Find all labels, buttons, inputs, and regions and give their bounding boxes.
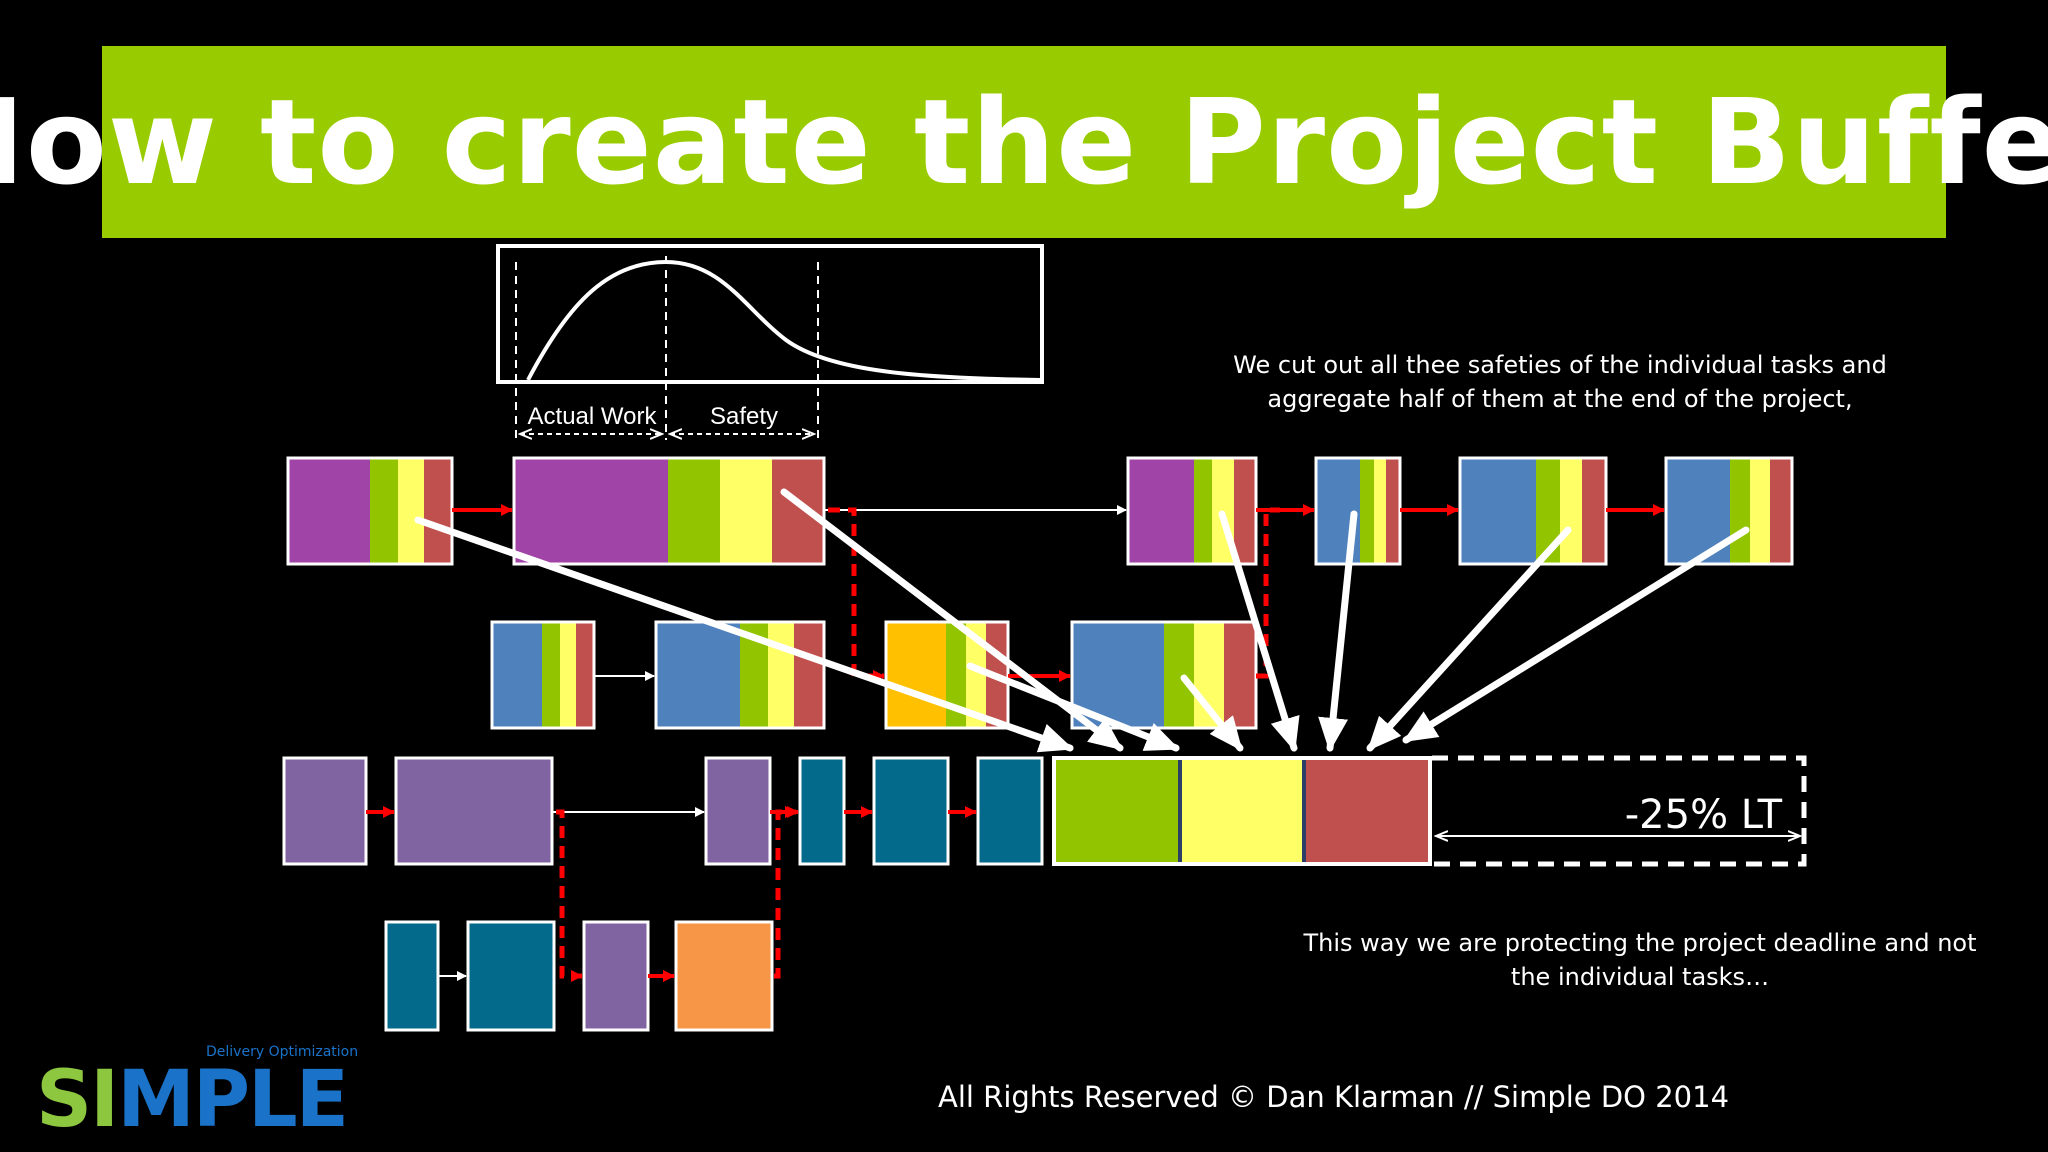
task-block xyxy=(704,756,772,866)
logo-tagline: Delivery Optimization xyxy=(206,1044,359,1060)
buffer-reduction: -25% LT xyxy=(1432,755,1807,867)
task-block xyxy=(384,920,440,1032)
task-block xyxy=(1458,456,1608,566)
task-block xyxy=(286,456,454,566)
logo-wordmark: SIMPLE xyxy=(36,1060,349,1140)
task-block xyxy=(872,756,950,866)
page-title: How to create the Project Buffer xyxy=(0,73,2048,211)
safety-label: Safety xyxy=(710,403,778,430)
task-block xyxy=(1664,456,1794,566)
actual-work-label: Actual Work xyxy=(528,403,658,430)
task-block xyxy=(798,756,846,866)
task-block xyxy=(654,620,826,730)
task-block xyxy=(282,756,368,866)
note-protect-deadline: This way we are protecting the project d… xyxy=(1303,929,1977,991)
task-row-2 xyxy=(490,620,1258,730)
task-block xyxy=(1070,620,1258,730)
task-block xyxy=(490,620,596,730)
dependency-arrows xyxy=(438,505,1127,981)
copyright-footer: All Rights Reserved © Dan Klarman // Sim… xyxy=(938,1080,1730,1114)
distribution-frame xyxy=(496,244,1044,384)
logo-word-green: SI xyxy=(36,1055,119,1145)
aggregation-arrows xyxy=(414,488,1750,753)
task-block xyxy=(1126,456,1258,566)
distribution-chart: Actual Work Safety xyxy=(496,244,1044,440)
task-block xyxy=(582,920,650,1032)
task-row-4 xyxy=(384,920,774,1032)
task-block xyxy=(1314,456,1402,566)
task-block xyxy=(674,920,774,1032)
task-block xyxy=(394,756,554,866)
note-aggregate-safeties: We cut out all thee safeties of the indi… xyxy=(1233,351,1887,413)
distribution-curve xyxy=(526,259,1041,382)
project-buffer xyxy=(1052,756,1432,866)
task-block xyxy=(976,756,1044,866)
logo-word-blue: MPLE xyxy=(117,1055,349,1145)
buffer-reduction-label: -25% LT xyxy=(1625,792,1783,838)
buffer-reduction-outline xyxy=(1432,755,1807,867)
task-block xyxy=(512,456,826,566)
title-banner: How to create the Project Buffer xyxy=(0,46,2048,238)
critical-chain-links xyxy=(366,504,1665,982)
task-row-3 xyxy=(282,756,1044,866)
task-block xyxy=(466,920,556,1032)
